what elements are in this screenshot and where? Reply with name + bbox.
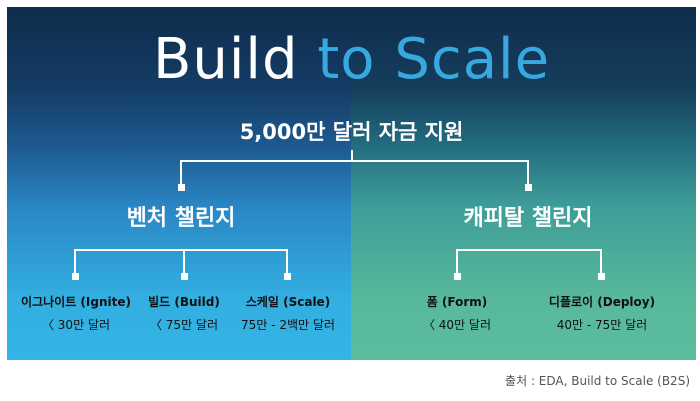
scale-amount: 75만 - 2백만 달러	[241, 318, 335, 332]
capital-branch-horizontal	[456, 249, 602, 251]
connector-root-vertical	[351, 150, 353, 161]
ignite-label: 이그나이트 (Ignite)	[21, 295, 131, 309]
venture-background	[7, 7, 351, 360]
deploy-label: 디플로이 (Deploy)	[548, 295, 656, 309]
capital-challenge-heading: 캐피탈 챌린지	[463, 206, 593, 231]
connector-venture-node	[178, 184, 185, 191]
connector-venture-drop	[180, 160, 182, 187]
venture-branch-ignite	[74, 249, 76, 274]
funding-subtitle: 5,000만 달러 자금 지원	[239, 120, 464, 144]
build-label: 빌드 (Build)	[148, 295, 220, 309]
capital-background	[351, 7, 696, 360]
infographic-panel: Build to Scale 5,000만 달러 자금 지원 벤처 챌린지 캐피…	[7, 7, 696, 360]
scale-label: 스케일 (Scale)	[245, 295, 331, 309]
capital-node-form	[454, 273, 461, 280]
source-caption: 출처 : EDA, Build to Scale (B2S)	[505, 374, 690, 388]
connector-root-horizontal	[180, 160, 529, 162]
form-label: 폼 (Form)	[426, 295, 488, 309]
deploy-amount: 40만 - 75만 달러	[556, 318, 648, 332]
venture-node-ignite	[72, 273, 79, 280]
form-amount: 〈 40만 달러	[422, 318, 492, 332]
venture-node-build	[181, 273, 188, 280]
title-part1: Build	[152, 27, 299, 92]
title-part2: to Scale	[317, 27, 551, 92]
infographic-title: Build to Scale	[7, 25, 696, 95]
ignite-amount: 〈 30만 달러	[41, 318, 111, 332]
venture-branch-build	[183, 249, 185, 274]
connector-capital-node	[525, 184, 532, 191]
capital-branch-form	[456, 249, 458, 274]
capital-branch-deploy	[600, 249, 602, 274]
venture-node-scale	[284, 273, 291, 280]
connector-capital-drop	[527, 160, 529, 187]
venture-branch-horizontal	[74, 249, 288, 251]
venture-challenge-heading: 벤처 챌린지	[126, 206, 236, 231]
capital-node-deploy	[598, 273, 605, 280]
build-amount: 〈 75만 달러	[149, 318, 219, 332]
venture-branch-scale	[286, 249, 288, 274]
